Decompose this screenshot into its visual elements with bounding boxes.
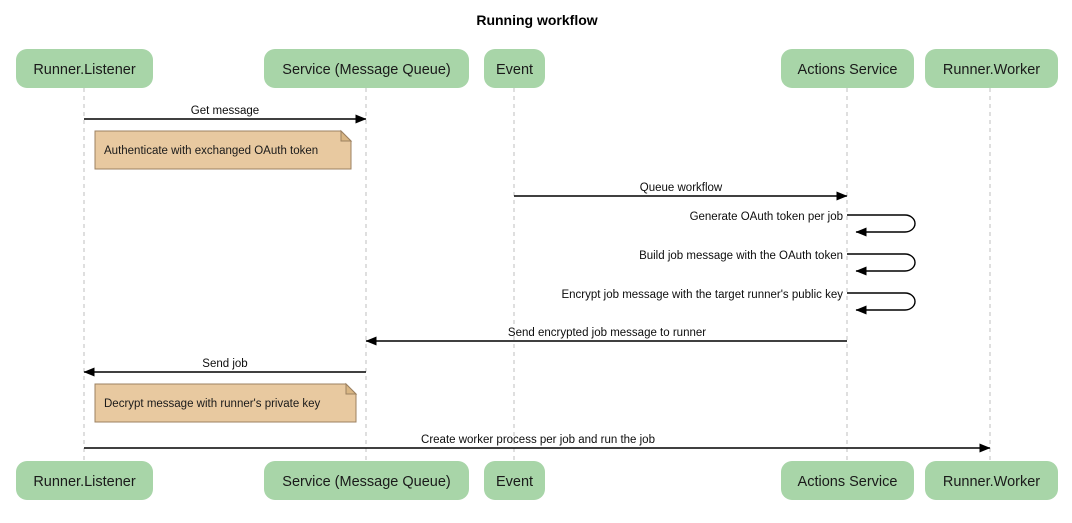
- actor-box-service-message-queue-top[interactable]: [264, 49, 469, 88]
- note-label-authenticate: Authenticate with exchanged OAuth token: [104, 145, 318, 157]
- actor-event-bottom[interactable]: Event: [484, 461, 545, 500]
- note-label-decrypt: Decrypt message with runner's private ke…: [104, 398, 321, 410]
- self-message-label-build-job-message: Build job message with the OAuth token: [639, 250, 843, 262]
- actor-box-event-bottom[interactable]: [484, 461, 545, 500]
- message-send-encrypted-job-message[interactable]: Send encrypted job message to runner: [365, 327, 847, 346]
- actor-runner-worker-top[interactable]: Runner.Worker: [925, 49, 1058, 88]
- self-message-label-generate-oauth-token: Generate OAuth token per job: [690, 211, 843, 223]
- message-label-queue-workflow: Queue workflow: [640, 182, 723, 194]
- actor-label-service-message-queue-bottom: Service (Message Queue): [282, 474, 450, 490]
- message-label-send-encrypted-job-message: Send encrypted job message to runner: [508, 327, 706, 339]
- self-message-label-encrypt-job-message: Encrypt job message with the target runn…: [561, 289, 843, 301]
- self-message-arrow-encrypt-job-message[interactable]: [847, 292, 916, 315]
- actor-event-top[interactable]: Event: [484, 49, 545, 88]
- actor-box-runner-listener-bottom[interactable]: [16, 461, 153, 500]
- actor-label-actions-service-top: Actions Service: [798, 62, 898, 78]
- actor-box-runner-worker-bottom[interactable]: [925, 461, 1058, 500]
- self-message-encrypt-job-message[interactable]: Encrypt job message with the target runn…: [561, 289, 916, 315]
- actor-row-top: Runner.Listener Service (Message Queue) …: [16, 49, 1058, 88]
- actor-service-message-queue-top[interactable]: Service (Message Queue): [264, 49, 469, 88]
- note-authenticate[interactable]: Authenticate with exchanged OAuth token: [94, 129, 353, 170]
- diagram-title: Running workflow: [476, 12, 597, 28]
- actor-label-event-bottom: Event: [496, 474, 533, 490]
- self-message-arrow-build-job-message[interactable]: [847, 253, 916, 276]
- note-fold-icon-decrypt: [345, 382, 358, 395]
- note-body-decrypt[interactable]: [94, 383, 357, 423]
- actor-box-service-message-queue-bottom[interactable]: [264, 461, 469, 500]
- actor-box-runner-listener-top[interactable]: [16, 49, 153, 88]
- message-get-message[interactable]: Get message: [84, 105, 367, 124]
- self-message-arrow-generate-oauth-token[interactable]: [847, 214, 916, 237]
- message-label-send-job: Send job: [202, 358, 247, 370]
- actor-runner-worker-bottom[interactable]: Runner.Worker: [925, 461, 1058, 500]
- note-decrypt[interactable]: Decrypt message with runner's private ke…: [94, 382, 358, 423]
- actor-label-runner-worker-bottom: Runner.Worker: [943, 474, 1040, 490]
- note-fold-icon-authenticate: [340, 129, 353, 142]
- self-message-build-job-message[interactable]: Build job message with the OAuth token: [639, 250, 916, 276]
- message-queue-workflow[interactable]: Queue workflow: [514, 182, 848, 201]
- actor-actions-service-bottom[interactable]: Actions Service: [781, 461, 914, 500]
- actor-actions-service-top[interactable]: Actions Service: [781, 49, 914, 88]
- lifelines-group: [83, 88, 991, 461]
- actor-box-event-top[interactable]: [484, 49, 545, 88]
- actor-runner-listener-bottom[interactable]: Runner.Listener: [16, 461, 153, 500]
- actor-box-actions-service-top[interactable]: [781, 49, 914, 88]
- actor-label-actions-service-bottom: Actions Service: [798, 474, 898, 490]
- actor-label-event-top: Event: [496, 62, 533, 78]
- actor-label-runner-listener-top: Runner.Listener: [33, 62, 136, 78]
- note-body-authenticate[interactable]: [94, 130, 352, 170]
- actor-label-runner-worker-top: Runner.Worker: [943, 62, 1040, 78]
- self-message-generate-oauth-token[interactable]: Generate OAuth token per job: [690, 211, 916, 237]
- message-label-get-message: Get message: [191, 105, 259, 117]
- message-label-create-worker-process: Create worker process per job and run th…: [421, 434, 655, 446]
- message-create-worker-process[interactable]: Create worker process per job and run th…: [84, 434, 991, 453]
- actor-label-service-message-queue-top: Service (Message Queue): [282, 62, 450, 78]
- actor-runner-listener-top[interactable]: Runner.Listener: [16, 49, 153, 88]
- actor-label-runner-listener-bottom: Runner.Listener: [33, 474, 136, 490]
- actor-row-bottom: Runner.Listener Service (Message Queue) …: [16, 461, 1058, 500]
- actor-box-actions-service-bottom[interactable]: [781, 461, 914, 500]
- actor-box-runner-worker-top[interactable]: [925, 49, 1058, 88]
- message-send-job[interactable]: Send job: [83, 358, 366, 377]
- actor-service-message-queue-bottom[interactable]: Service (Message Queue): [264, 461, 469, 500]
